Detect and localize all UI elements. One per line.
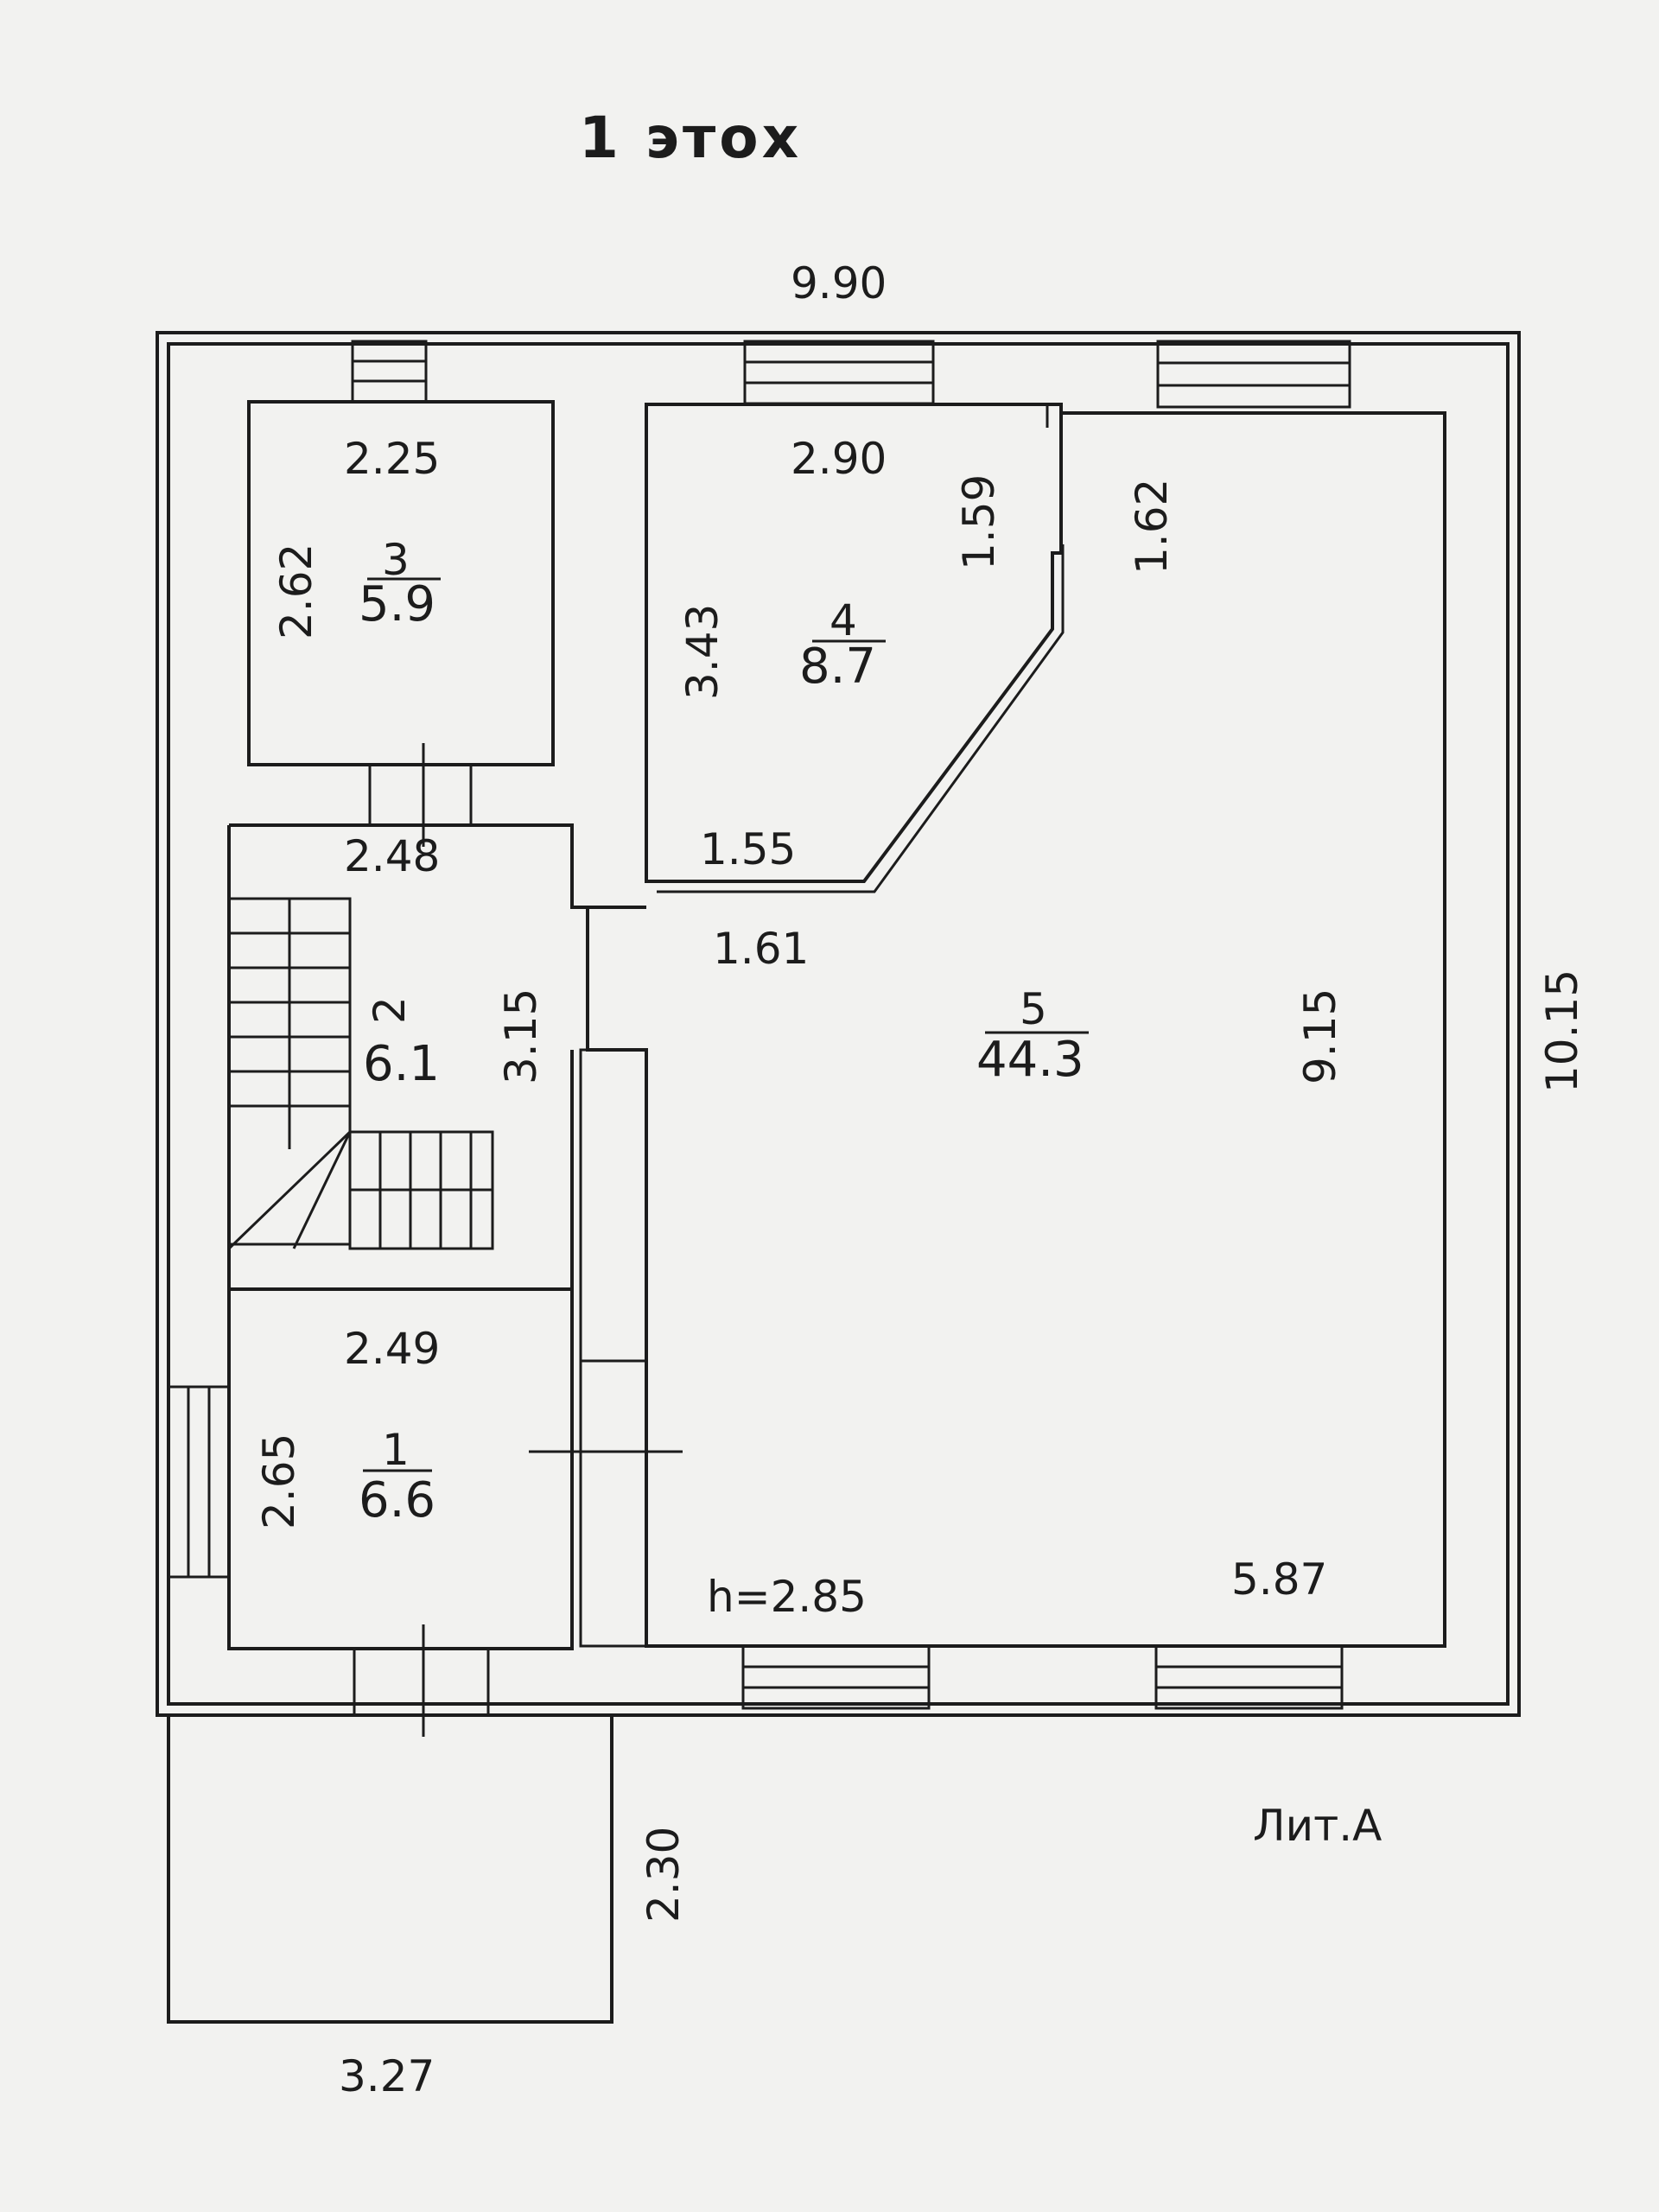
- windows: [167, 340, 1351, 1710]
- room-1-number: 1: [382, 1425, 410, 1475]
- room-4-width: 2.90: [791, 434, 887, 484]
- room-3-depth: 2.62: [271, 543, 321, 639]
- room-4-number: 4: [830, 595, 857, 645]
- door-room1-entrance: [353, 1624, 490, 1737]
- floor-title: 1 этох: [579, 105, 802, 171]
- staircase: [227, 897, 494, 1250]
- room-5-depth: 9.15: [1295, 988, 1345, 1084]
- room-2-area: 6.1: [363, 1036, 440, 1092]
- room-5-width: 5.87: [1231, 1554, 1327, 1605]
- room-1-width: 2.49: [344, 1324, 440, 1374]
- ceiling-height: h=2.85: [707, 1572, 867, 1622]
- room-5-area: 44.3: [976, 1032, 1084, 1088]
- room-4: [645, 403, 1063, 883]
- room-5-passage: 1.61: [713, 924, 809, 974]
- building-letter: Лит.А: [1253, 1801, 1382, 1851]
- window-bottom-room5-right: [1154, 1644, 1344, 1710]
- room-3-width: 2.25: [344, 434, 440, 484]
- room-2-width: 2.48: [344, 831, 440, 881]
- window-top-room3: [351, 340, 428, 404]
- doors: [353, 406, 1063, 1737]
- room-4-area: 8.7: [799, 639, 876, 695]
- room-4-side: 1.59: [954, 474, 1004, 570]
- room-5-number: 5: [1020, 984, 1047, 1034]
- window-top-room5: [1156, 340, 1351, 409]
- porch-depth: 2.30: [639, 1827, 689, 1923]
- room-4-angled-wall: [657, 544, 1065, 893]
- room-1-area: 6.6: [359, 1472, 435, 1529]
- room-4-depth: 3.43: [677, 604, 728, 700]
- room-3-number: 3: [382, 535, 410, 585]
- overall-width: 9.90: [791, 258, 887, 308]
- room-4-bottom: 1.55: [700, 824, 796, 874]
- room-1-depth: 2.65: [254, 1433, 304, 1529]
- partition-column: [529, 1048, 683, 1648]
- room-2-number: 2: [365, 996, 415, 1024]
- door-room5-top: [1046, 406, 1063, 428]
- overall-depth: 10.15: [1537, 969, 1587, 1093]
- room-5-side: 1.62: [1127, 479, 1177, 575]
- porch: [167, 1713, 613, 2024]
- outer-walls: [156, 331, 1521, 1717]
- window-left-room1: [167, 1385, 231, 1579]
- room-2-depth: 3.15: [496, 988, 546, 1084]
- room-3-area: 5.9: [359, 576, 435, 632]
- window-top-room4: [743, 340, 935, 405]
- window-bottom-room5-left: [741, 1644, 931, 1710]
- porch-width: 3.27: [339, 2051, 435, 2101]
- door-room3: [368, 743, 473, 847]
